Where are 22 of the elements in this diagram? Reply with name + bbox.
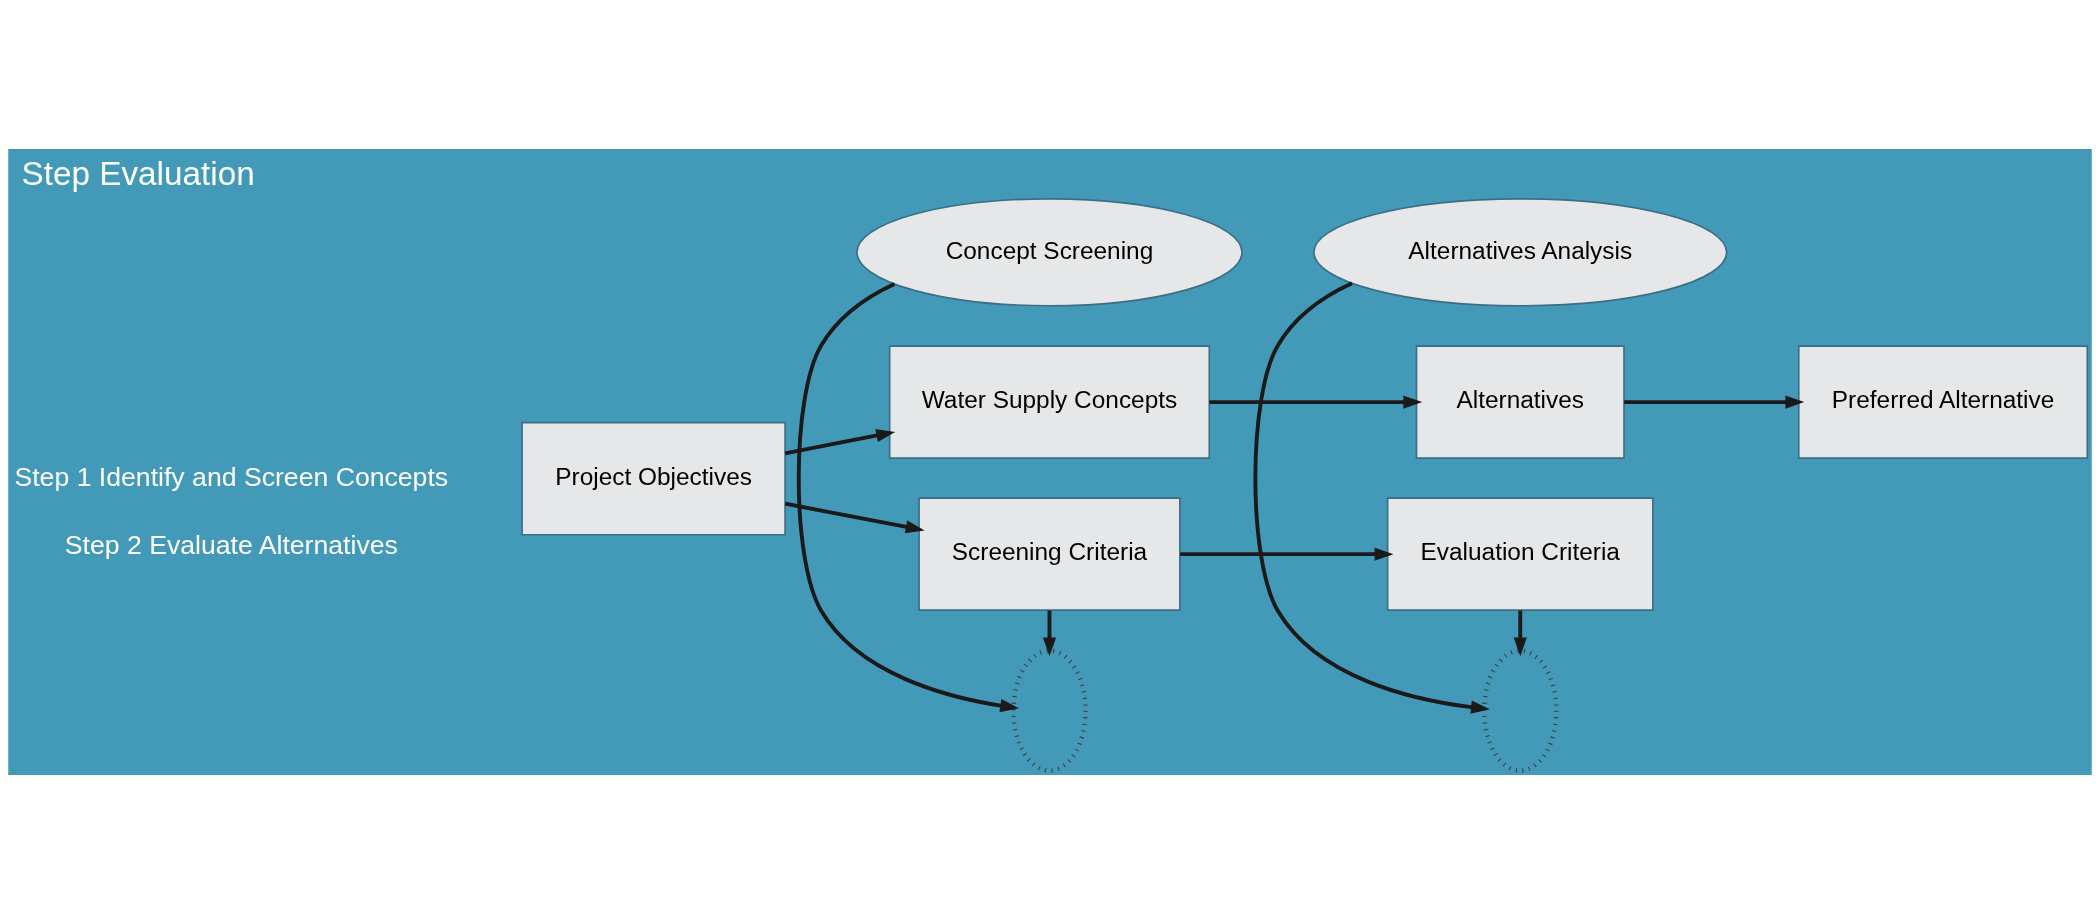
- node-box: Preferred Alternative: [1797, 345, 2089, 459]
- node-box: Screening Criteria: [918, 497, 1181, 612]
- arrow: [1209, 395, 1423, 409]
- node-box: Project Objectives: [521, 421, 786, 536]
- arrow: [1624, 395, 1805, 409]
- arrow: [1513, 610, 1527, 657]
- label: Step 2 Evaluate Alternatives: [64, 530, 398, 561]
- node-box: Water Supply Concepts: [888, 345, 1211, 459]
- node-ellipse: [1481, 648, 1559, 773]
- diagram-title: Step Evaluation: [21, 154, 255, 192]
- node-ellipse: Alternatives Analysis: [1313, 198, 1728, 307]
- node-box: Evaluation Criteria: [1386, 497, 1654, 612]
- label: Step 1 Identify and Screen Concepts: [14, 461, 449, 492]
- arrow: [1042, 610, 1057, 657]
- arrow: [1180, 547, 1394, 561]
- arrow: [796, 282, 1020, 713]
- node-ellipse: [1011, 648, 1088, 773]
- arrow: [784, 501, 925, 534]
- node-ellipse: Concept Screening: [856, 198, 1243, 307]
- arrow: [784, 429, 896, 456]
- arrow: [1253, 281, 1490, 714]
- node-box: Alternatives: [1415, 345, 1625, 459]
